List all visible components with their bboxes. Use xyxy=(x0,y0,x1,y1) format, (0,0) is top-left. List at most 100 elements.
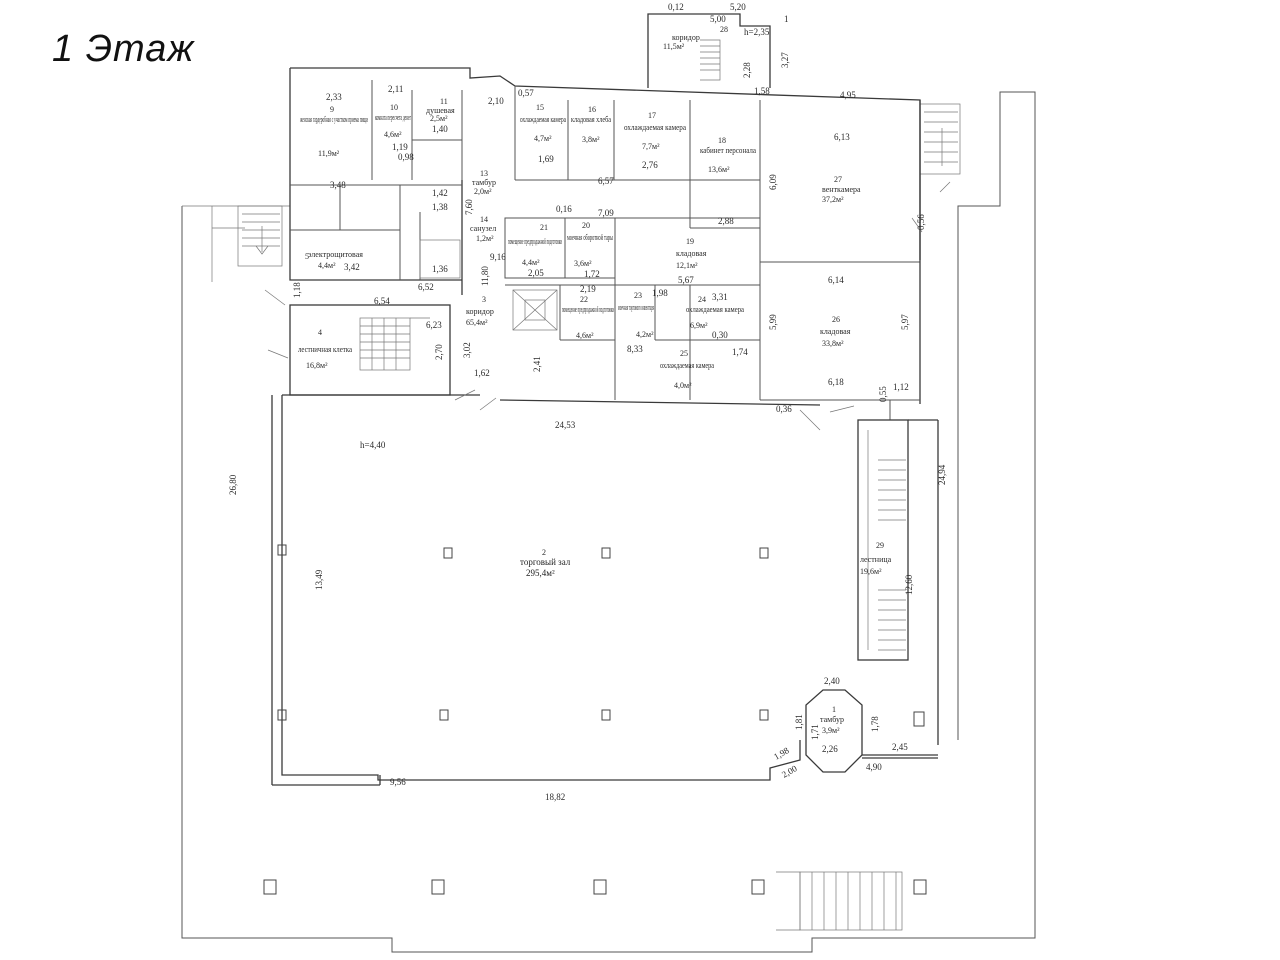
room-14-area: 1,2м² xyxy=(476,234,494,243)
room-18-name: кабинет персонала xyxy=(700,146,756,155)
room-29-stair xyxy=(857,419,939,745)
room-9-number: 9 xyxy=(330,105,334,114)
room-14-name: санузел xyxy=(470,224,496,233)
dim-2-00: 2,00 xyxy=(780,763,799,780)
mark-one: 1 xyxy=(784,14,789,24)
dim-0-36: 0,36 xyxy=(776,404,792,414)
dim-3-27: 3,27 xyxy=(780,52,790,68)
room-25-number: 25 xyxy=(680,349,688,358)
room-17-name: охлаждаемая камера xyxy=(624,123,686,132)
dim-2-70: 2,70 xyxy=(434,344,444,360)
room-3-number: 3 xyxy=(482,295,486,304)
room-11-area: 2,5м² xyxy=(430,114,448,123)
dim-18-82: 18,82 xyxy=(545,792,565,802)
dim-26-80: 26,80 xyxy=(228,474,238,495)
dim-1-98: 1,98 xyxy=(772,745,791,762)
dim-2-41: 2,41 xyxy=(532,356,542,372)
dim-0-56: 0,56 xyxy=(916,214,926,230)
outer-boundary xyxy=(181,91,1036,953)
room-20-area: 3,6м² xyxy=(574,259,592,268)
room-28-outline xyxy=(647,13,771,88)
dim-7-09: 7,09 xyxy=(598,208,614,218)
room-15-area: 4,7м² xyxy=(534,134,552,143)
room-14-number: 14 xyxy=(480,215,488,224)
dim-5-97: 5,97 xyxy=(900,314,910,330)
dim-12-60: 12,60 xyxy=(904,574,914,595)
dim-1-18: 1,18 xyxy=(292,282,302,298)
room-20-name: моечная оборотной тары xyxy=(567,233,613,242)
room-17-number: 17 xyxy=(648,111,656,120)
room-4-number: 4 xyxy=(318,328,322,337)
dim-7-60: 7,60 xyxy=(464,199,474,215)
room-10-area: 4,6м² xyxy=(384,130,402,139)
room-1-name: тамбур xyxy=(820,715,844,724)
room-15-number: 15 xyxy=(536,103,544,112)
dim-2-05: 2,05 xyxy=(528,268,544,278)
dim-6-09: 6,09 xyxy=(768,174,778,190)
dim-6-14: 6,14 xyxy=(828,275,844,285)
room-1-vestibule xyxy=(805,689,863,773)
dim-1-38: 1,38 xyxy=(432,202,448,212)
dim-1-78: 1,78 xyxy=(870,716,880,732)
dim-24-53: 24,53 xyxy=(555,420,576,430)
dim-2-33: 2,33 xyxy=(326,92,342,102)
floor-title: 1 Этаж xyxy=(52,28,195,70)
dim-6-18: 6,18 xyxy=(828,377,844,387)
room-9-area: 11,9м² xyxy=(318,149,340,158)
room-26-area: 33,8м² xyxy=(822,339,844,348)
room-17-area: 7,7м² xyxy=(642,142,660,151)
dim-2-40: 2,40 xyxy=(824,676,840,686)
room-3-name: коридор xyxy=(466,307,494,316)
dim-13-49: 13,49 xyxy=(314,569,324,590)
dim-1-71: 1,71 xyxy=(810,724,820,740)
room-9-name: женская гардеробная с участком приема пи… xyxy=(300,115,369,124)
dim-6-52: 6,52 xyxy=(418,282,434,292)
room-labels: 28 коридор 11,5м² 9 женская гардеробная … xyxy=(298,25,892,735)
dim-24-94: 24,94 xyxy=(937,464,947,485)
dim-5-67: 5,67 xyxy=(678,275,694,285)
dim-3-31: 3,31 xyxy=(712,292,728,302)
dimensions: 24,53 18,82 9,56 26,80 24,94 13,49 12,60… xyxy=(228,2,947,802)
room-21-number: 21 xyxy=(540,223,548,232)
room-27-name: венткамера xyxy=(822,185,861,194)
dim-11-80: 11,80 xyxy=(480,266,490,286)
room-10-name: комната пересчета денег xyxy=(375,113,411,122)
room-29-number: 29 xyxy=(876,541,884,550)
service-block-north-wall xyxy=(290,67,921,260)
room-1-number: 1 xyxy=(832,705,836,714)
corridor-height: h=2,35 xyxy=(744,27,770,37)
sales-hall-wall xyxy=(281,395,801,781)
dim-0-16: 0,16 xyxy=(556,204,572,214)
dim-4-95: 4,95 xyxy=(840,90,856,100)
room-24-area: 6,9м² xyxy=(690,321,708,330)
dim-1-19: 1,19 xyxy=(392,142,408,152)
dim-1-69: 1,69 xyxy=(538,154,554,164)
room-23-area: 4,2м² xyxy=(636,330,654,339)
room-20-number: 20 xyxy=(582,221,590,230)
dim-0-55: 0,55 xyxy=(878,386,888,402)
room-21-name: помещение предпродажной подготовки xyxy=(508,237,562,246)
dim-6-54: 6,54 xyxy=(374,296,390,306)
columns xyxy=(263,544,927,895)
room-13-area: 2,0м² xyxy=(474,187,492,196)
dim-1-40: 1,40 xyxy=(432,124,448,134)
room-27-number: 27 xyxy=(834,175,842,184)
dim-5-99: 5,99 xyxy=(768,314,778,330)
dim-0-12: 0,12 xyxy=(668,2,684,12)
room-13-number: 13 xyxy=(480,169,488,178)
dim-2-10: 2,10 xyxy=(488,96,504,106)
dim-4-90: 4,90 xyxy=(866,762,882,772)
room-27-area: 37,2м² xyxy=(822,195,844,204)
room-21-area: 4,4м² xyxy=(522,258,540,267)
room-1-area: 3,9м² xyxy=(822,726,840,735)
dim-1-74: 1,74 xyxy=(732,347,748,357)
room-13-name: тамбур xyxy=(472,178,496,187)
north-rooms xyxy=(514,86,920,400)
room-4-name: лестничная клетка xyxy=(298,345,352,354)
dim-2-45: 2,45 xyxy=(892,742,908,752)
right-entrance-stair xyxy=(919,103,961,175)
room-28-area: 11,5м² xyxy=(663,42,685,51)
dim-3-48: 3,48 xyxy=(330,180,346,190)
room-16-name: кладовая хлеба xyxy=(571,115,611,124)
room-5-area: 4,4м² xyxy=(318,261,336,270)
